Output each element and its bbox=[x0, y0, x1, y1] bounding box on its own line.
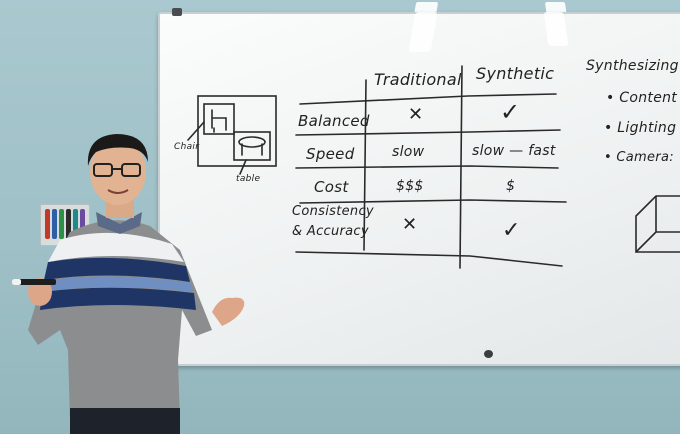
cell-speed-synthetic: slow — fast bbox=[472, 143, 556, 159]
cell-cost-synthetic: $ bbox=[506, 178, 516, 194]
sketch-frame bbox=[197, 95, 277, 167]
glasses bbox=[93, 163, 141, 177]
cell-consistency-synthetic: ✓ bbox=[502, 218, 521, 243]
side-notes-bullet-lighting: • Lighting bbox=[604, 120, 677, 136]
row-label-accuracy: & Accuracy bbox=[292, 224, 369, 239]
board-magnet-bottom bbox=[484, 350, 493, 358]
table-divider-vertical-2 bbox=[459, 65, 463, 269]
row-label-consistency: Consistency bbox=[292, 204, 374, 219]
column-header-traditional: Traditional bbox=[374, 70, 462, 89]
sketch-table-top bbox=[238, 136, 266, 148]
head bbox=[90, 139, 146, 205]
row-label-cost: Cost bbox=[314, 178, 349, 196]
marker-blue bbox=[52, 209, 57, 239]
held-marker bbox=[12, 279, 56, 285]
whiteboard bbox=[158, 12, 680, 366]
board-magnet-top bbox=[172, 8, 182, 16]
cell-cost-traditional: $$$ bbox=[396, 178, 424, 194]
cell-speed-traditional: slow bbox=[392, 144, 425, 160]
sketch-table-box bbox=[233, 131, 271, 161]
column-header-synthetic: Synthetic bbox=[476, 64, 555, 83]
sketch-cube bbox=[635, 195, 680, 253]
table-line-bottom bbox=[295, 251, 563, 267]
sweater-stripe-blue bbox=[42, 276, 193, 292]
sketch-label-chair: Chair bbox=[174, 142, 200, 152]
trousers bbox=[70, 408, 180, 434]
side-notes-bullet-content: • Content bbox=[606, 90, 678, 106]
right-hand bbox=[212, 297, 245, 326]
side-notes-bullet-camera: • Camera: bbox=[604, 150, 674, 165]
side-notes-heading: Synthesizing bbox=[586, 58, 679, 74]
cell-balanced-synthetic: ✓ bbox=[500, 98, 521, 126]
held-marker-cap bbox=[12, 279, 21, 285]
sweater-stripe-navy-bottom bbox=[40, 287, 196, 310]
table-line-row3 bbox=[299, 199, 567, 204]
sketch-chair bbox=[211, 109, 227, 133]
sketch-chair-box bbox=[203, 103, 235, 135]
sweater-stripe-navy-top bbox=[44, 257, 190, 282]
cell-consistency-traditional: ✕ bbox=[402, 214, 418, 235]
table-divider-vertical-1 bbox=[363, 79, 367, 251]
shirt-collar bbox=[96, 212, 142, 234]
sketch-table-legs bbox=[241, 143, 263, 156]
marker-teal bbox=[73, 209, 78, 239]
hair bbox=[87, 134, 148, 166]
marker-purple bbox=[80, 209, 85, 239]
marker-black bbox=[66, 209, 71, 239]
table-line-row2 bbox=[295, 165, 559, 169]
row-label-speed: Speed bbox=[306, 145, 355, 163]
cell-balanced-traditional: ✕ bbox=[408, 104, 424, 125]
table-line-header bbox=[299, 93, 557, 105]
sweater-stripe-white bbox=[48, 232, 184, 262]
marker-green bbox=[59, 209, 64, 239]
marker-red bbox=[45, 209, 50, 239]
sketch-label-table: table bbox=[236, 174, 261, 184]
sketch-table-arrow bbox=[239, 159, 247, 175]
row-label-balanced: Balanced bbox=[298, 112, 370, 130]
smile bbox=[107, 189, 129, 194]
table-line-row1 bbox=[295, 129, 561, 136]
sketch-chair-arrow bbox=[187, 121, 205, 141]
